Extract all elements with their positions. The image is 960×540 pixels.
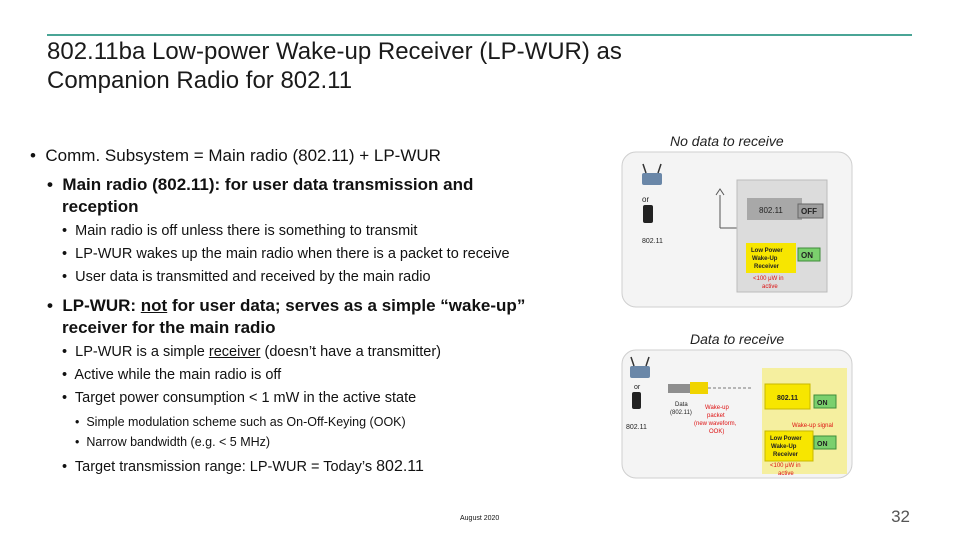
device-label: 802.11 xyxy=(642,238,663,245)
data-block xyxy=(668,384,690,393)
wur-label-1: Low Power xyxy=(751,248,783,254)
wur-label-2: Wake-Up xyxy=(771,444,797,450)
sub-sub-bullet-ook: • Simple modulation scheme such as On-Of… xyxy=(75,415,406,429)
sub-sub-bullet-text: Simple modulation scheme such as On-Off-… xyxy=(86,415,406,429)
title-line-1: 802.11ba Low-power Wake-up Receiver (LP-… xyxy=(47,38,622,65)
wakeup-packet-3: (new waveform, xyxy=(694,421,737,427)
bullet-lpwur-line2: receiver for the main radio xyxy=(62,318,276,337)
bullet-lpwur-suffix: for user data; serves as a simple “wake-… xyxy=(167,296,526,315)
main-radio-box xyxy=(764,383,811,410)
title-rule xyxy=(47,34,912,36)
sub-bullet-lpwur-wakes: • LP-WUR wakes up the main radio when th… xyxy=(62,246,510,262)
bullet-lpwur-not: not xyxy=(140,296,168,315)
main-radio-box xyxy=(747,198,802,220)
sub-sub-bullet-text: Narrow bandwidth (e.g. < 5 MHz) xyxy=(86,435,271,449)
bullet-main-radio: • Main radio (802.11): for user data tra… xyxy=(47,175,474,194)
data-label-1: Data xyxy=(675,402,688,408)
or-label: or xyxy=(642,195,649,204)
sub-sub-bullet-bandwidth: • Narrow bandwidth (e.g. < 5 MHz) xyxy=(75,435,271,449)
bullet-comm-subsystem-text: Comm. Subsystem = Main radio (802.11) + … xyxy=(45,146,441,165)
sub-bullet-text: Target power consumption < 1 mW in the a… xyxy=(74,390,417,406)
sub-bullet-text: Target transmission range: LP-WUR = Toda… xyxy=(74,459,377,475)
wakeup-signal-label: Wake-up signal xyxy=(792,423,833,429)
wakeup-packet-1: Wake-up xyxy=(705,405,729,411)
sub-bullet-text: Main radio is off unless there is someth… xyxy=(75,223,418,239)
power-note-1: <100 μW in xyxy=(753,276,784,282)
sub-bullet-text: LP-WUR wakes up the main radio when ther… xyxy=(75,246,510,262)
device-label: 802.11 xyxy=(626,424,647,431)
sub-bullet-target-power: • Target power consumption < 1 mW in the… xyxy=(62,390,417,406)
sub-bullet-text: User data is transmitted and received by… xyxy=(75,269,431,285)
sub-bullet-text: LP-WUR is a simple xyxy=(75,344,209,360)
sub-bullet-main-radio-off: • Main radio is off unless there is some… xyxy=(62,223,418,239)
bullet-comm-subsystem: • Comm. Subsystem = Main radio (802.11) … xyxy=(30,146,441,165)
figure-data: or 802.11 Data (802.11) Wake-up packet (… xyxy=(621,349,853,479)
sub-bullet-simple-receiver: • LP-WUR is a simple receiver (doesn’t h… xyxy=(62,344,441,360)
sub-bullet-active: • Active while the main radio is off xyxy=(62,367,282,383)
or-label: or xyxy=(634,384,641,391)
sub-bullet-underlined: receiver xyxy=(208,344,261,360)
wakeup-packet-4: OOK) xyxy=(709,429,724,435)
figure-no-data: or 802.11 802.11 OFF Low Power Wake-Up R… xyxy=(621,151,853,308)
main-state-label: OFF xyxy=(801,207,817,216)
bullet-lpwur-prefix: LP-WUR: xyxy=(62,296,141,315)
wur-state-badge xyxy=(797,247,821,262)
data-label-2: (802.11) xyxy=(670,410,692,416)
wur-state-label: ON xyxy=(801,251,813,260)
title-line-2: Companion Radio for 802.11 xyxy=(47,67,353,94)
main-state-badge xyxy=(813,394,837,409)
bullet-lpwur: • LP-WUR: not for user data; serves as a… xyxy=(47,296,526,315)
power-note-2: active xyxy=(778,471,794,477)
figure-top-title: No data to receive xyxy=(670,133,784,149)
sub-bullet-text: Active while the main radio is off xyxy=(74,367,282,383)
wur-label-3: Receiver xyxy=(754,264,780,270)
phone-icon xyxy=(643,205,653,223)
wur-box xyxy=(746,243,796,273)
router-icon xyxy=(642,163,662,185)
wur-label-1: Low Power xyxy=(770,436,802,442)
slide-title: 802.11ba Low-power Wake-up Receiver (LP-… xyxy=(47,37,622,95)
bullet-main-radio-text: Main radio (802.11): for user data trans… xyxy=(62,175,474,194)
wur-state-badge xyxy=(813,435,837,450)
main-radio-label: 802.11 xyxy=(759,206,783,215)
antenna-tip-icon xyxy=(715,188,725,196)
footer-date: August 2020 xyxy=(460,515,500,522)
router-icon xyxy=(630,356,650,378)
figure-bottom-title: Data to receive xyxy=(690,331,785,347)
main-radio-label: 802.11 xyxy=(777,395,798,402)
wur-label-3: Receiver xyxy=(773,452,799,458)
phone-icon xyxy=(632,392,641,409)
wakeup-packet-2: packet xyxy=(707,413,725,419)
main-state-badge xyxy=(797,203,824,219)
sub-bullet-range: • Target transmission range: LP-WUR = To… xyxy=(62,458,424,475)
power-note-1: <100 μW in xyxy=(770,463,801,469)
sub-bullet-emphasis: 802.11 xyxy=(376,458,424,475)
main-state-label: ON xyxy=(817,400,828,407)
wur-box xyxy=(764,430,814,462)
bullet-main-radio-line2: reception xyxy=(62,197,139,216)
power-note-2: active xyxy=(762,284,778,290)
wur-state-label: ON xyxy=(817,441,828,448)
wur-label-2: Wake-Up xyxy=(752,256,778,262)
wakeup-block xyxy=(690,382,708,394)
sub-bullet-text: (doesn’t have a transmitter) xyxy=(260,344,441,360)
page-number: 32 xyxy=(891,507,910,526)
sub-bullet-user-data: • User data is transmitted and received … xyxy=(62,269,431,285)
